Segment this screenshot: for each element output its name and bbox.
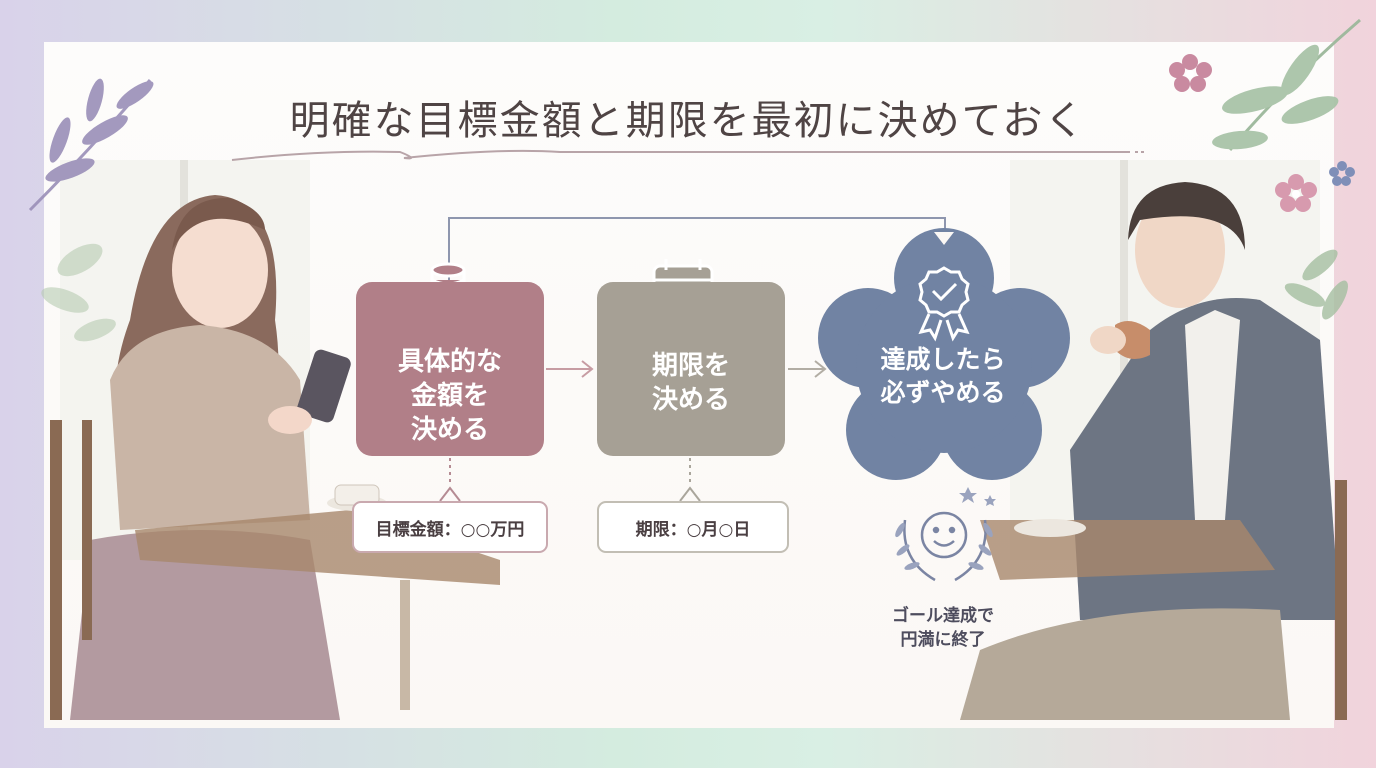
smiley-wreath-icon xyxy=(895,487,996,582)
amount-note: 目標金額：○○万円 xyxy=(352,501,548,553)
note-pointer xyxy=(439,458,461,502)
flower-icon xyxy=(1275,174,1317,212)
title-underline xyxy=(231,149,1130,161)
cafe-table-right xyxy=(980,480,1347,720)
step-deadline-box: 期限を 決める xyxy=(597,282,785,456)
step-deadline-label: 期限を 決める xyxy=(651,351,730,415)
loop-connector xyxy=(448,217,946,282)
flower-icon xyxy=(1169,54,1212,92)
arrow-right-icon xyxy=(546,360,594,378)
page-title: 明確な目標金額と期限を最初に決めておく xyxy=(289,98,1087,144)
leaf-branch-right-icon xyxy=(1212,18,1361,151)
arrow-right-icon xyxy=(788,360,827,378)
blossom-shape xyxy=(818,228,1070,480)
deadline-note: 期限：○月○日 xyxy=(597,501,789,553)
note-pointer xyxy=(679,458,701,502)
window-frame-right xyxy=(1120,160,1128,560)
award-check-icon xyxy=(918,266,970,342)
leaf-branch-left-icon xyxy=(28,78,154,212)
woman-illustration xyxy=(70,195,351,720)
cafe-table-left xyxy=(50,420,500,720)
plant-left xyxy=(41,243,116,342)
step-amount-box: 具体的な 金額を 決める xyxy=(356,282,544,456)
blossom-notch xyxy=(934,232,954,245)
step-amount-label: 具体的な 金額を 決める xyxy=(397,347,502,445)
plant-right xyxy=(1284,249,1348,320)
step-stop-label: 達成したら 必ずやめる xyxy=(880,345,1006,407)
goal-caption: ゴール達成で 円満に終了 xyxy=(892,606,994,650)
flower-icon xyxy=(1329,161,1355,186)
